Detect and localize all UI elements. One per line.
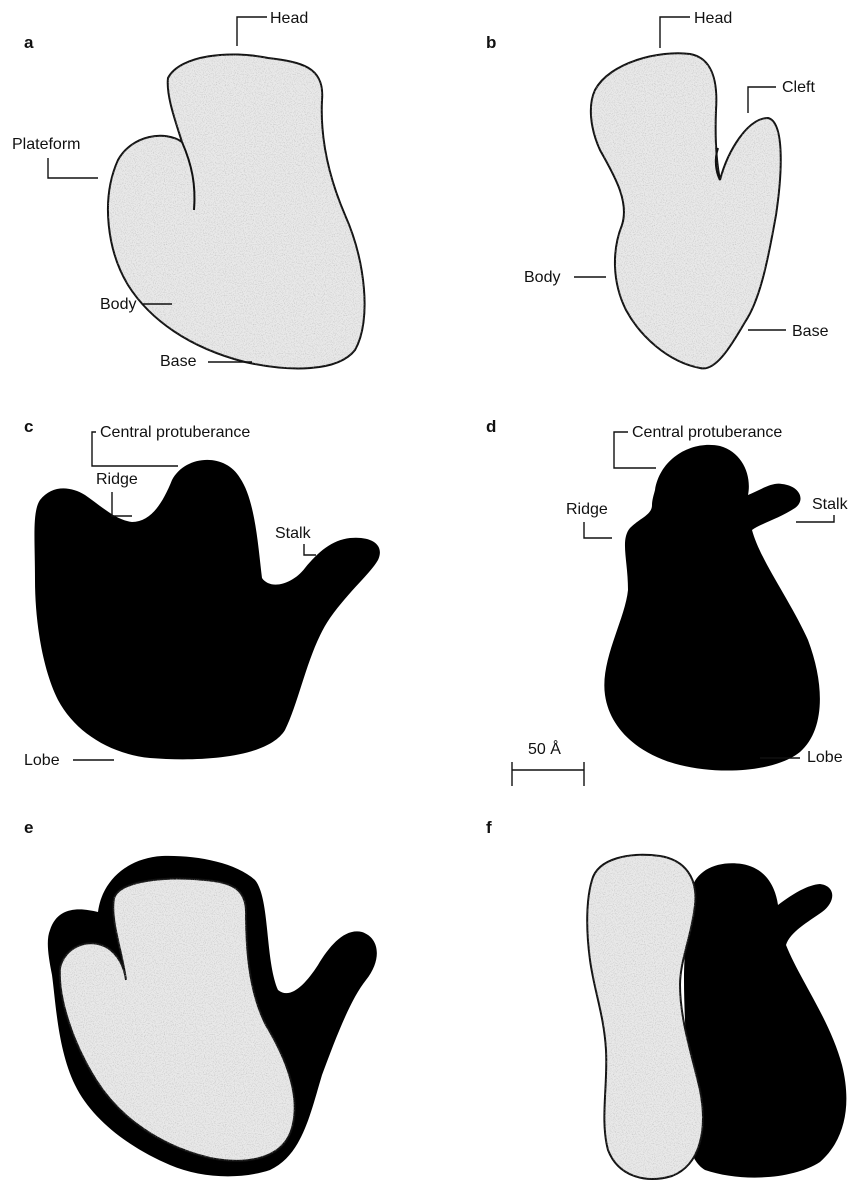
panel-b: b Head Cleft Body Base [486,10,829,368]
panel-e: e [24,818,377,1176]
label-body-a: Body [100,296,136,313]
leader-head-b [660,17,690,48]
small-subunit-shape-a [108,54,365,368]
panel-letter-e: e [24,818,33,837]
scale-bar-label: 50 Å [528,739,561,758]
scale-bar: 50 Å [512,739,584,786]
panel-c: c Central protuberance Ridge Stalk Lobe [24,417,380,769]
label-cleft-b: Cleft [782,79,815,96]
panel-letter-d: d [486,417,496,436]
panel-letter-a: a [24,33,34,52]
label-central-protuberance-d: Central protuberance [632,424,782,441]
panel-letter-f: f [486,818,492,837]
large-subunit-shape-f [684,863,846,1177]
large-subunit-shape-c [34,460,379,759]
leader-plateform-a [48,158,98,178]
label-lobe-c: Lobe [24,752,60,769]
leader-cleft-b [748,87,776,113]
label-ridge-c: Ridge [96,471,138,488]
label-plateform-a: Plateform [12,136,80,153]
large-subunit-shape-d [604,445,820,771]
label-head-a: Head [270,10,308,27]
leader-stalk-c [304,544,316,555]
panel-f: f [486,818,846,1179]
label-base-a: Base [160,353,197,370]
label-body-b: Body [524,269,560,286]
label-lobe-d: Lobe [807,749,843,766]
label-ridge-d: Ridge [566,501,608,518]
panel-a: a Head Plateform Body Base [12,10,365,370]
leader-stalk-d [796,515,834,522]
leader-ridge-c [112,492,132,516]
small-subunit-shape-b [591,53,781,368]
label-central-protuberance-c: Central protuberance [100,424,250,441]
panel-letter-b: b [486,33,496,52]
panel-letter-c: c [24,417,33,436]
label-head-b: Head [694,10,732,27]
label-stalk-d: Stalk [812,496,849,513]
leader-ridge-d [584,522,612,538]
label-base-b: Base [792,323,829,340]
leader-head-a [237,17,267,46]
label-stalk-c: Stalk [275,525,312,542]
panel-d: d Central protuberance Ridge Stalk Lobe … [486,417,849,786]
